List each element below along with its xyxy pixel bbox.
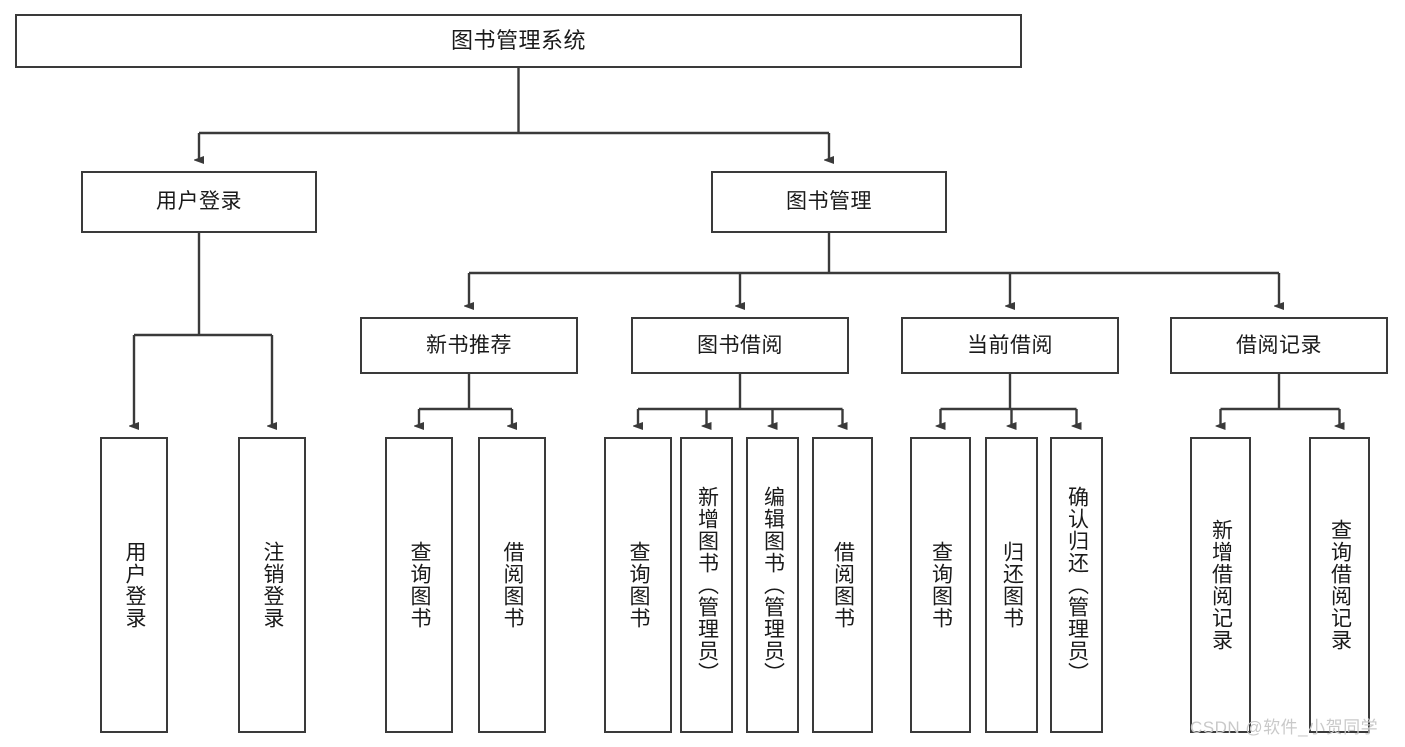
node-current[interactable]: 当前借阅 xyxy=(901,317,1119,374)
node-b_add[interactable]: 新增图书（管理员） xyxy=(680,437,733,733)
node-label: 新书推荐 xyxy=(426,333,512,357)
node-n_query[interactable]: 查询图书 xyxy=(385,437,453,733)
node-b_edit[interactable]: 编辑图书（管理员） xyxy=(746,437,799,733)
node-login[interactable]: 用户登录 xyxy=(81,171,317,233)
node-root[interactable]: 图书管理系统 xyxy=(15,14,1022,68)
node-label: 借阅图书 xyxy=(501,541,525,629)
node-label: 查询图书 xyxy=(627,541,651,629)
node-newbooks[interactable]: 新书推荐 xyxy=(360,317,578,374)
node-r_query[interactable]: 查询借阅记录 xyxy=(1309,437,1370,733)
node-bookmgmt[interactable]: 图书管理 xyxy=(711,171,947,233)
node-label: 当前借阅 xyxy=(967,333,1053,357)
node-label: 借阅记录 xyxy=(1236,333,1322,357)
node-borrow[interactable]: 图书借阅 xyxy=(631,317,849,374)
node-label: 用户登录 xyxy=(156,190,242,214)
node-c_confirm[interactable]: 确认归还（管理员） xyxy=(1050,437,1103,733)
node-l_login[interactable]: 用户登录 xyxy=(100,437,168,733)
node-label: 借阅图书 xyxy=(831,541,855,629)
node-l_logout[interactable]: 注销登录 xyxy=(238,437,306,733)
node-records[interactable]: 借阅记录 xyxy=(1170,317,1388,374)
node-b_borrow[interactable]: 借阅图书 xyxy=(812,437,873,733)
node-label: 用户登录 xyxy=(123,541,147,629)
node-label: 新增图书（管理员） xyxy=(695,486,719,684)
node-label: 图书管理 xyxy=(786,190,872,214)
node-label: 新增借阅记录 xyxy=(1209,519,1233,651)
node-n_borrow[interactable]: 借阅图书 xyxy=(478,437,546,733)
node-c_return[interactable]: 归还图书 xyxy=(985,437,1038,733)
node-label: 查询图书 xyxy=(408,541,432,629)
node-label: 查询图书 xyxy=(929,541,953,629)
node-label: 查询借阅记录 xyxy=(1328,519,1352,651)
node-label: 归还图书 xyxy=(1000,541,1024,629)
node-label: 注销登录 xyxy=(261,541,285,629)
node-label: 图书借阅 xyxy=(697,333,783,357)
node-label: 编辑图书（管理员） xyxy=(761,486,785,684)
node-b_query[interactable]: 查询图书 xyxy=(604,437,672,733)
node-c_query[interactable]: 查询图书 xyxy=(910,437,971,733)
node-r_add[interactable]: 新增借阅记录 xyxy=(1190,437,1251,733)
csdn-watermark: CSDN @软件_小贺同学 xyxy=(1190,718,1379,737)
node-label: 确认归还（管理员） xyxy=(1065,486,1089,684)
node-label: 图书管理系统 xyxy=(450,27,586,53)
